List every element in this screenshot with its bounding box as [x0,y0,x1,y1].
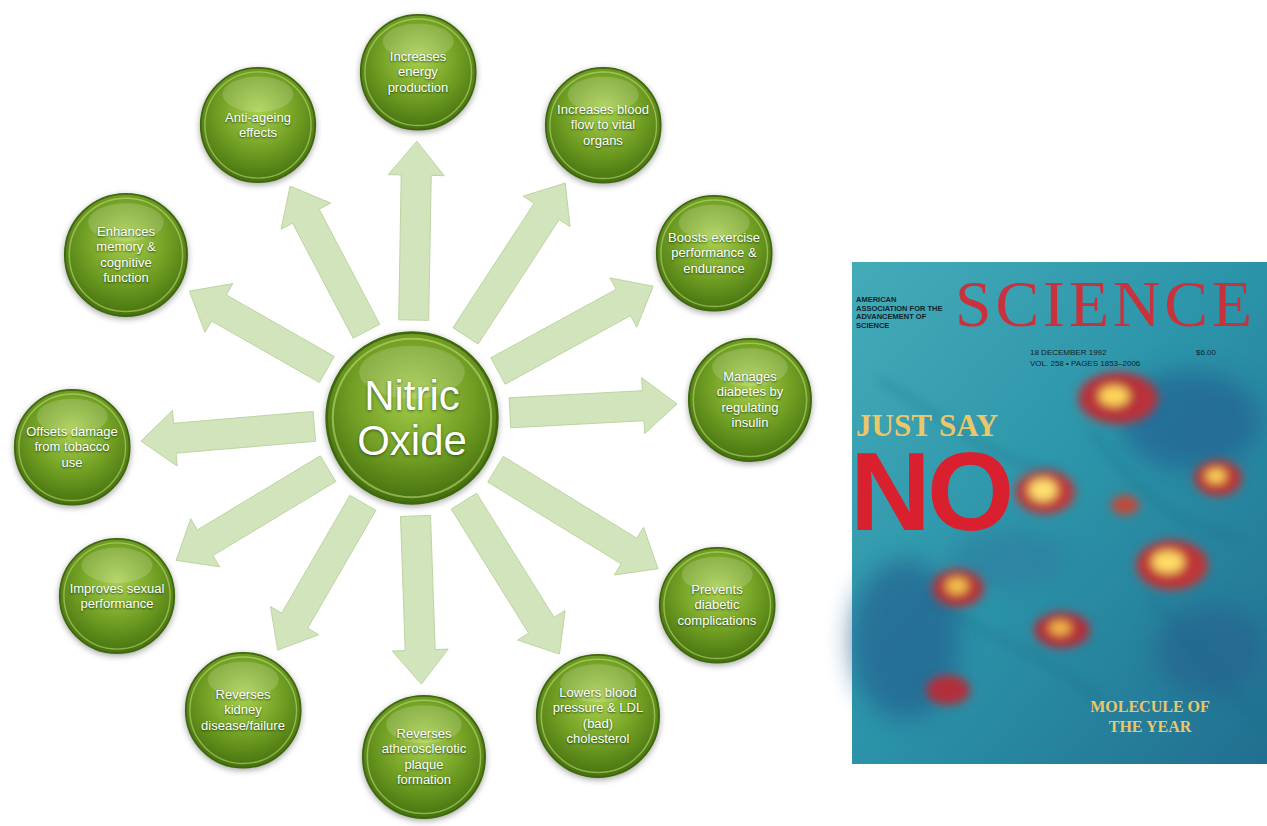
hub-title: Nitric Oxide [347,373,477,464]
text-block: Nitric Oxide [347,373,477,464]
benefit-text: Anti-ageing effects [210,110,306,141]
benefit-text: Boosts exercise performance & endurance [666,230,762,276]
circle-rim [664,552,771,659]
circle-rim [190,657,297,764]
circle-fill [361,15,476,130]
block-arrow [451,493,565,654]
benefit-text: Increases blood flow to vital organs [555,102,651,148]
text-block: Offsets damage from tobacco use [24,424,120,470]
circle-fill [65,194,187,316]
circle-rim [205,72,311,178]
benefit-circle: Reverses kidney disease/failure [184,651,302,769]
cover-tagline: MOLECULE OF THE YEAR [1080,697,1220,737]
block-arrow [281,186,380,338]
cover-art [850,262,1267,764]
cover-price: $6.00 [1196,348,1216,357]
benefit-circle: Anti-ageing effects [199,66,317,184]
masthead: SCIENCE [955,272,1256,338]
benefit-circle: Reverses atherosclerotic plaque formatio… [361,694,487,820]
block-arrow [141,410,316,466]
circle-fill [201,68,315,182]
circle-rim [367,700,480,813]
circle-rim [19,394,126,501]
text-block: Reverses kidney disease/failure [195,687,291,733]
circle-fill [327,333,498,504]
circle-fill [186,653,301,768]
benefit-circle: Improves sexual performance [58,537,176,655]
circle-fill [660,548,775,663]
circle-rim [64,543,170,649]
benefit-text: Manages diabetes by regulating insulin [702,369,798,430]
benefit-text: Lowers blood pressure & LDL (bad) choles… [550,685,646,746]
circle-gloss [82,548,153,583]
text-block: Boosts exercise performance & endurance [666,230,762,276]
block-arrow [453,183,570,344]
circle-rim [69,198,182,311]
circle-fill [15,390,130,505]
benefit-circle: Increases blood flow to vital organs [544,66,662,184]
issue-date: 18 DECEMBER 1992 [1030,348,1106,357]
block-arrow [509,378,677,434]
volume-line: VOL. 258 • PAGES 1853–2006 [1030,359,1140,368]
circle-rim [550,72,657,179]
publisher-line: AMERICAN ASSOCIATION FOR THE ADVANCEMENT… [856,296,948,331]
circle-rim [693,343,806,456]
benefit-circle: Prevents diabetic complications [658,546,776,664]
circle-rim [541,659,654,772]
benefit-text: Improves sexual performance [69,581,165,612]
circle-rim [661,200,768,307]
text-block: Prevents diabetic complications [669,582,765,628]
benefit-text: Reverses kidney disease/failure [195,687,291,733]
circle-rim [365,19,472,126]
benefit-circle: Manages diabetes by regulating insulin [687,337,813,463]
circle-gloss [223,77,294,112]
circle-fill [363,696,485,818]
text-block: Reverses atherosclerotic plaque formatio… [376,726,472,787]
block-arrow [388,141,444,320]
cover-headline-no: NO [850,436,1010,548]
block-arrow [271,495,376,650]
circle-fill [546,68,661,183]
block-arrow [392,515,448,684]
benefit-text: Reverses atherosclerotic plaque formatio… [376,726,472,787]
text-block: Improves sexual performance [69,581,165,612]
benefit-text: Increases energy production [370,49,466,95]
benefit-circle: Enhances memory & cognitive function [63,192,189,318]
benefit-circle: Increases energy production [359,13,477,131]
text-block: Manages diabetes by regulating insulin [702,369,798,430]
hub-circle: Nitric Oxide [324,330,500,506]
benefit-text: Enhances memory & cognitive function [78,224,174,285]
circle-fill [537,655,659,777]
circle-rim [333,339,491,497]
dark-patches [850,370,1265,720]
benefit-circle: Lowers blood pressure & LDL (bad) choles… [535,653,661,779]
benefit-circle: Offsets damage from tobacco use [13,388,131,506]
benefit-text: Offsets damage from tobacco use [24,424,120,470]
text-block: Increases blood flow to vital organs [555,102,651,148]
circle-fill [60,539,174,653]
text-block: Increases energy production [370,49,466,95]
text-block: Lowers blood pressure & LDL (bad) choles… [550,685,646,746]
benefit-text: Prevents diabetic complications [669,582,765,628]
block-arrow [176,456,336,567]
circle-fill [657,196,772,311]
text-block: Enhances memory & cognitive function [78,224,174,285]
block-arrow [491,278,653,384]
block-arrow [189,284,334,383]
text-block: Anti-ageing effects [210,110,306,141]
benefit-circle: Boosts exercise performance & endurance [655,194,773,312]
circle-fill [689,339,811,461]
